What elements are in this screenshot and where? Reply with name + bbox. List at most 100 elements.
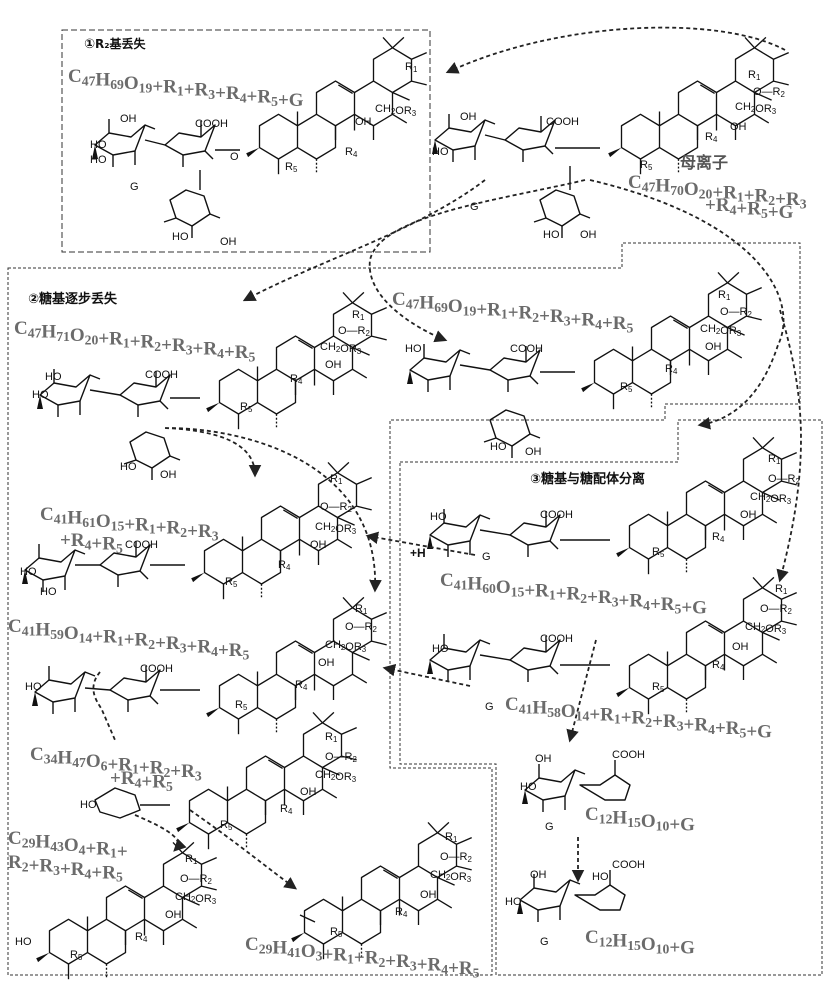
structure-s2a bbox=[37, 292, 387, 480]
formula-f5: C41H60O15+R1+R2+R3+R4+R5+G bbox=[440, 570, 707, 618]
svg-text:R1: R1 bbox=[748, 69, 761, 82]
svg-text:OH: OH bbox=[300, 786, 317, 798]
svg-text:R4: R4 bbox=[395, 906, 408, 919]
svg-text:COOH: COOH bbox=[612, 859, 645, 871]
svg-text:OH: OH bbox=[325, 359, 342, 371]
svg-text:OH: OH bbox=[220, 236, 237, 248]
svg-text:R4: R4 bbox=[345, 146, 358, 159]
svg-text:O—R2: O—R2 bbox=[345, 621, 377, 634]
svg-text:OH: OH bbox=[732, 641, 749, 653]
formula-f10-line1: C29H43O4+R1+ bbox=[8, 828, 128, 863]
section1-box bbox=[62, 30, 430, 252]
svg-text:CH2OR3: CH2OR3 bbox=[735, 101, 777, 116]
svg-text:G: G bbox=[545, 821, 554, 833]
svg-text:HO: HO bbox=[405, 343, 422, 355]
svg-text:HO: HO bbox=[520, 781, 537, 793]
svg-text:R1: R1 bbox=[445, 831, 458, 844]
svg-text:OH: OH bbox=[355, 116, 372, 128]
structure-s1 bbox=[92, 37, 427, 238]
svg-text:R4: R4 bbox=[278, 559, 291, 572]
svg-text:R5: R5 bbox=[330, 926, 343, 939]
svg-text:R4: R4 bbox=[705, 131, 718, 144]
svg-text:OH: OH bbox=[740, 509, 757, 521]
svg-text:HO: HO bbox=[90, 154, 107, 166]
svg-text:HO: HO bbox=[80, 799, 97, 811]
formula-f9: C12H15O10+G bbox=[585, 804, 695, 835]
svg-text:R4: R4 bbox=[135, 931, 148, 944]
svg-text:OH: OH bbox=[525, 446, 542, 458]
svg-text:CH2OR3: CH2OR3 bbox=[320, 341, 362, 356]
svg-text:CH2OR3: CH2OR3 bbox=[315, 769, 357, 784]
svg-text:G: G bbox=[482, 551, 491, 563]
svg-text:HO: HO bbox=[45, 371, 62, 383]
svg-text:COOH: COOH bbox=[145, 369, 178, 381]
svg-text:O—R2: O—R2 bbox=[440, 851, 472, 864]
dihydropyran-ring bbox=[95, 788, 140, 818]
svg-text:O: O bbox=[230, 151, 239, 163]
svg-text:O—R2: O—R2 bbox=[325, 751, 357, 764]
svg-text:COOH: COOH bbox=[195, 118, 228, 130]
svg-text:O—R2: O—R2 bbox=[753, 86, 785, 99]
svg-text:O—R2: O—R2 bbox=[760, 603, 792, 616]
svg-text:COOH: COOH bbox=[546, 116, 579, 128]
svg-text:OH: OH bbox=[460, 111, 477, 123]
svg-text:HO: HO bbox=[90, 139, 107, 151]
svg-text:HO: HO bbox=[430, 511, 447, 523]
svg-text:HO: HO bbox=[172, 231, 189, 243]
svg-text:R1: R1 bbox=[718, 289, 731, 302]
svg-text:HO: HO bbox=[32, 389, 49, 401]
svg-text:CH2OR3: CH2OR3 bbox=[375, 103, 417, 118]
svg-text:CH2OR3: CH2OR3 bbox=[745, 621, 787, 636]
svg-text:HO: HO bbox=[40, 586, 57, 598]
formula-f6: C41H59O14+R1+R2+R3+R4+R5 bbox=[8, 616, 250, 662]
svg-text:HO: HO bbox=[543, 229, 560, 241]
svg-text:HO: HO bbox=[505, 896, 522, 908]
formula-f7: C41H58O14+R1+R2+R3+R4+R5+G bbox=[505, 694, 772, 742]
formula-s1: C47H69O19+R1+R3+R4+R5+G bbox=[68, 66, 304, 111]
svg-text:R5: R5 bbox=[652, 681, 665, 694]
svg-text:R4: R4 bbox=[295, 679, 308, 692]
hydrogen-gain-label: +H bbox=[410, 546, 426, 560]
svg-text:R1: R1 bbox=[325, 731, 338, 744]
svg-text:HO: HO bbox=[432, 643, 449, 655]
svg-text:HO: HO bbox=[432, 146, 449, 158]
svg-text:R5: R5 bbox=[70, 949, 83, 962]
svg-text:G: G bbox=[485, 701, 494, 713]
svg-text:R4: R4 bbox=[280, 803, 293, 816]
svg-text:O—R2: O—R2 bbox=[720, 306, 752, 319]
svg-text:R4: R4 bbox=[712, 659, 725, 672]
svg-text:R5: R5 bbox=[240, 401, 253, 414]
svg-text:HO: HO bbox=[20, 566, 37, 578]
svg-text:G: G bbox=[130, 181, 139, 193]
svg-text:R1: R1 bbox=[775, 583, 788, 596]
svg-text:R1: R1 bbox=[405, 61, 418, 74]
svg-text:R5: R5 bbox=[640, 159, 653, 172]
formula-s2b: C47H69O19+R1+R2+R3+R4+R5 bbox=[392, 289, 634, 335]
svg-text:R5: R5 bbox=[235, 699, 248, 712]
section1-label: ①R₂基丢失 bbox=[84, 36, 147, 52]
svg-text:R5: R5 bbox=[652, 546, 665, 559]
svg-text:OH: OH bbox=[420, 889, 437, 901]
svg-text:R1: R1 bbox=[352, 309, 365, 322]
svg-text:COOH: COOH bbox=[612, 749, 645, 761]
svg-text:G: G bbox=[540, 936, 549, 948]
section3-box bbox=[400, 420, 822, 975]
svg-text:R5: R5 bbox=[220, 819, 233, 832]
svg-text:OH: OH bbox=[310, 539, 327, 551]
svg-text:O—R2: O—R2 bbox=[180, 873, 212, 886]
svg-text:OH: OH bbox=[705, 341, 722, 353]
svg-text:COOH: COOH bbox=[540, 633, 573, 645]
svg-text:R5: R5 bbox=[225, 576, 238, 589]
svg-text:CH2OR3: CH2OR3 bbox=[325, 639, 367, 654]
svg-text:O—R2: O—R2 bbox=[320, 501, 352, 514]
structure-f9 bbox=[522, 760, 630, 812]
svg-text:OH: OH bbox=[730, 121, 747, 133]
svg-text:COOH: COOH bbox=[510, 343, 543, 355]
svg-text:R4: R4 bbox=[290, 373, 303, 386]
svg-text:CH2OR3: CH2OR3 bbox=[175, 891, 217, 906]
svg-text:HO: HO bbox=[490, 441, 507, 453]
formula-f4-line2: +R4+R5 bbox=[60, 530, 123, 556]
formula-f12: C29H41O3+R1+R2+R3+R4+R5 bbox=[245, 934, 480, 980]
svg-text:OH: OH bbox=[120, 113, 137, 125]
